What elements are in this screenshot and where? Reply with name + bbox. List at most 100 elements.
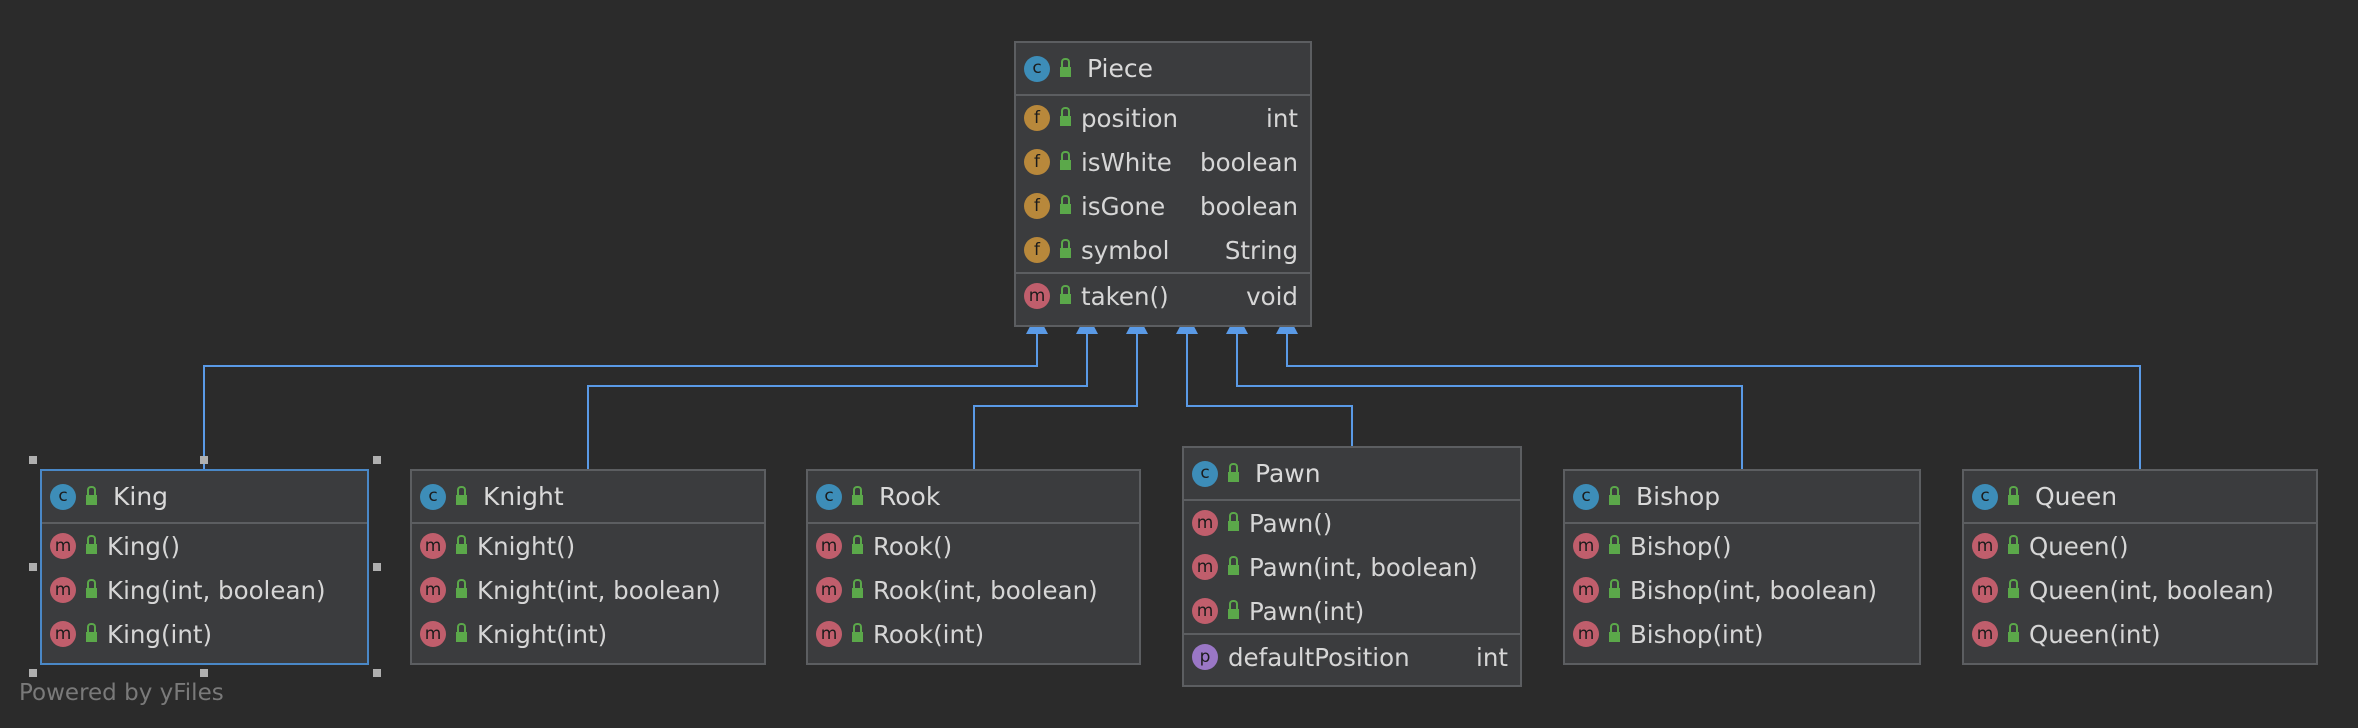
class-icon: c [50,483,76,510]
class-name: Queen [2035,482,2118,511]
method-name: Knight() [477,531,576,561]
public-lock-icon [86,535,97,554]
method-name: Bishop(int) [1630,619,1764,649]
public-lock-icon [852,485,863,505]
public-lock-icon [86,579,97,598]
edge-bishop-to-piece[interactable] [1236,330,1743,469]
class-node-knight[interactable]: c Knight m Knight() m Knight(int, boolea… [410,469,766,665]
method-icon: m [50,621,76,647]
edge-queen-to-piece[interactable] [1286,330,2141,469]
field-name: symbol [1081,235,1170,265]
method-row[interactable]: m Rook(int) [808,612,1139,656]
method-row[interactable]: m Pawn(int) [1184,589,1520,633]
method-icon: m [420,533,446,559]
method-row[interactable]: m Pawn(int, boolean) [1184,545,1520,589]
resize-handle[interactable] [29,563,37,571]
powered-by-label: Powered by yFiles [19,680,224,706]
public-lock-icon [852,579,863,598]
field-row[interactable]: f symbol String [1016,228,1310,272]
method-icon: m [816,577,842,603]
method-icon: m [50,533,76,559]
public-lock-icon [852,623,863,642]
method-icon: m [1192,554,1218,580]
property-type: int [1476,642,1508,672]
public-lock-icon [1228,556,1239,575]
resize-handle[interactable] [373,669,381,677]
method-row[interactable]: m Queen() [1964,524,2316,568]
method-name: Knight(int) [477,619,608,649]
class-node-rook[interactable]: c Rook m Rook() m Rook(int, boolean) m R… [806,469,1141,665]
method-name: King(int, boolean) [107,575,326,605]
method-icon: m [1573,577,1599,603]
resize-handle[interactable] [373,563,381,571]
field-row[interactable]: f position int [1016,96,1310,140]
field-icon: f [1024,105,1050,131]
class-header: c Queen [1964,471,2316,524]
method-row[interactable]: m King() [42,524,367,568]
method-row[interactable]: m Rook(int, boolean) [808,568,1139,612]
method-row[interactable]: m Queen(int, boolean) [1964,568,2316,612]
public-lock-icon [456,579,467,598]
method-name: Queen(int) [2029,619,2161,649]
property-icon: p [1192,644,1218,670]
class-node-queen[interactable]: c Queen m Queen() m Queen(int, boolean) … [1962,469,2318,665]
class-node-bishop[interactable]: c Bishop m Bishop() m Bishop(int, boolea… [1563,469,1921,665]
field-row[interactable]: f isGone boolean [1016,184,1310,228]
class-icon: c [1024,55,1050,82]
class-header: c King [42,471,367,524]
method-row[interactable]: m King(int) [42,612,367,656]
public-lock-icon [1060,239,1071,258]
public-lock-icon [1228,600,1239,619]
method-name: Knight(int, boolean) [477,575,721,605]
method-row[interactable]: m Queen(int) [1964,612,2316,656]
method-name: Rook(int, boolean) [873,575,1098,605]
public-lock-icon [1609,535,1620,554]
method-row[interactable]: m Knight(int) [412,612,764,656]
method-row[interactable]: m Bishop() [1565,524,1919,568]
method-row[interactable]: m King(int, boolean) [42,568,367,612]
method-icon: m [816,621,842,647]
resize-handle[interactable] [373,456,381,464]
public-lock-icon [456,535,467,554]
resize-handle[interactable] [29,456,37,464]
field-name: isWhite [1081,147,1172,177]
class-name: King [113,482,169,511]
method-name: Bishop(int, boolean) [1630,575,1878,605]
method-row[interactable]: m Pawn() [1184,501,1520,545]
method-row[interactable]: m Knight() [412,524,764,568]
resize-handle[interactable] [200,669,208,677]
method-row[interactable]: m Bishop(int, boolean) [1565,568,1919,612]
public-lock-icon [852,535,863,554]
method-name: Queen() [2029,531,2129,561]
public-lock-icon [1609,579,1620,598]
edge-knight-to-piece[interactable] [587,330,1088,469]
method-icon: m [1024,283,1050,309]
public-lock-icon [1060,107,1071,126]
method-icon: m [50,577,76,603]
method-row[interactable]: m taken() void [1016,272,1310,318]
resize-handle[interactable] [200,456,208,464]
class-node-pawn[interactable]: c Pawn m Pawn() m Pawn(int, boolean) m P… [1182,446,1522,687]
field-row[interactable]: f isWhite boolean [1016,140,1310,184]
field-name: position [1081,103,1179,133]
class-node-piece[interactable]: c Piece f position int f isWhite boolean… [1014,41,1312,327]
field-icon: f [1024,237,1050,263]
method-row[interactable]: m Bishop(int) [1565,612,1919,656]
method-return-type: void [1246,281,1298,311]
property-row[interactable]: p defaultPosition int [1184,633,1520,679]
resize-handle[interactable] [29,669,37,677]
method-row[interactable]: m Knight(int, boolean) [412,568,764,612]
public-lock-icon [2008,535,2019,554]
field-type: String [1224,235,1298,265]
public-lock-icon [1060,285,1071,304]
edge-rook-to-piece[interactable] [973,330,1138,469]
method-row[interactable]: m Rook() [808,524,1139,568]
edge-king-to-piece[interactable] [203,330,1038,469]
method-name: King() [107,531,181,561]
class-header: c Pawn [1184,448,1520,501]
edge-pawn-to-piece[interactable] [1186,330,1353,446]
class-node-king[interactable]: c King m King() m King(int, boolean) m K… [40,469,369,665]
class-icon: c [1972,483,1998,510]
method-name: Pawn(int, boolean) [1249,552,1478,582]
public-lock-icon [456,623,467,642]
